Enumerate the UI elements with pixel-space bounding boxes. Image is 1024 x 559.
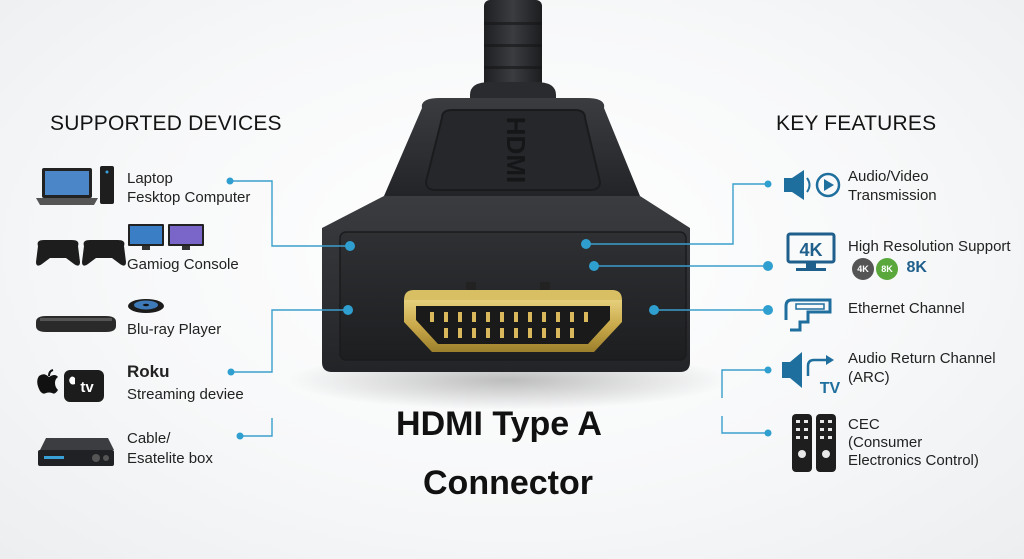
laptop-desktop-icon: [36, 166, 114, 205]
callout-dot: [345, 241, 355, 251]
cable-box-icon: [38, 438, 114, 466]
callout-dot: [226, 177, 234, 185]
embossed-logo: HDMI: [501, 117, 531, 183]
feature-label-transmission: Transmission: [848, 187, 937, 204]
device-label-cable: Cable/: [127, 430, 171, 447]
device-label-console: Gamiog Console: [127, 256, 239, 273]
device-label-bluray: Blu-ray Player: [127, 321, 222, 338]
monitor-4k-text: 4K: [799, 240, 822, 260]
device-label-laptop: Laptop: [127, 170, 173, 187]
right-callouts: [586, 183, 768, 434]
badge-8k: 8K: [876, 258, 898, 280]
connector-housing: HDMI: [322, 98, 690, 372]
badge-4k: 4K: [852, 258, 874, 280]
label-8k: 8K: [906, 258, 927, 276]
device-label-streaming: Streaming deviee: [127, 386, 244, 403]
arc-tv-text: TV: [820, 380, 841, 397]
callout-dot: [343, 305, 353, 315]
ethernet-icon: [784, 298, 832, 332]
tv-brand-text: tv: [80, 379, 94, 396]
arc-icon: TV: [782, 352, 841, 397]
cable: [470, 0, 556, 108]
device-label-satellite: Esatelite box: [127, 450, 213, 467]
supported-devices-heading: SUPPORTED DEVICES: [50, 112, 282, 135]
title-line-2: Connector: [423, 464, 593, 502]
device-label-desktop: Fesktop Computer: [127, 189, 251, 206]
feature-label-ethernet: Ethernet Channel: [848, 300, 965, 317]
feature-label-electronics-control: Electronics Control): [848, 452, 979, 469]
hd-monitor-icon: 4K: [786, 232, 836, 271]
title-line-1: HDMI Type A: [396, 405, 602, 443]
callout-dot: [227, 368, 235, 376]
feature-label-resolution: High Resolution Support: [848, 238, 1011, 255]
feature-label-consumer: (Consumer: [848, 434, 923, 451]
apple-tv-icon: tv: [37, 369, 104, 402]
audio-video-icon: [784, 170, 841, 200]
feature-label-cec: CEC: [848, 416, 880, 433]
remote-icon: [792, 414, 836, 472]
callout-dot: [236, 432, 244, 440]
device-label-roku: Roku: [127, 362, 170, 381]
feature-label-arc-abbr: (ARC): [848, 369, 890, 386]
feature-label-av: Audio/Video: [848, 168, 929, 185]
game-console-icon: [36, 224, 204, 266]
key-features-heading: KEY FEATURES: [776, 112, 937, 135]
bluray-player-icon: [36, 299, 164, 332]
left-callouts: [230, 180, 350, 437]
feature-label-arc: Audio Return Channel: [848, 350, 996, 367]
